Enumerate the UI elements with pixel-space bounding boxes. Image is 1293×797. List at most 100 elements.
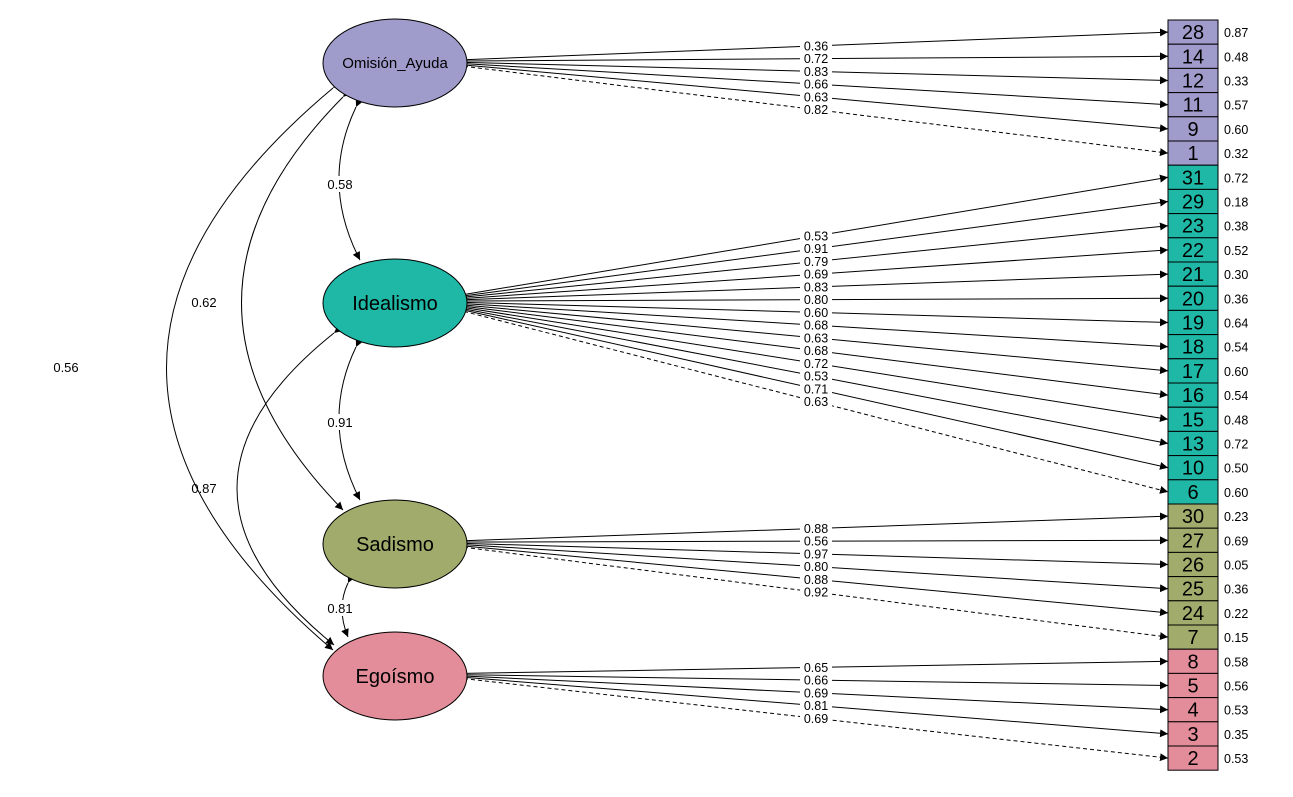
loading-label: 0.63 <box>804 395 828 409</box>
loading-label-bg <box>800 686 832 699</box>
loading-label-bg <box>800 344 832 357</box>
loading-label-bg <box>800 331 832 344</box>
loading-label-bg <box>800 585 832 598</box>
loading-label-bg <box>800 673 832 686</box>
latent-oa-ellipse <box>322 18 468 108</box>
indicator-label: 16 <box>1182 385 1204 407</box>
loading-label-bg <box>800 267 832 280</box>
loading-label: 0.91 <box>804 242 828 256</box>
indicator-box <box>1167 600 1219 626</box>
residual-label: 0.48 <box>1224 413 1248 427</box>
loading-label: 0.66 <box>804 78 828 92</box>
loading-label-bg <box>800 64 832 77</box>
residual-label: 0.33 <box>1224 75 1248 89</box>
correlation-layer: 0.580.910.810.620.870.56 <box>49 79 364 651</box>
loading-label-bg <box>800 534 832 547</box>
indicator-label: 19 <box>1182 313 1204 335</box>
loading-label-bg <box>800 318 832 331</box>
loading-label-bg <box>800 77 832 90</box>
loading-label: 0.81 <box>804 699 828 713</box>
loading-label: 0.71 <box>804 382 828 396</box>
indicator-label: 22 <box>1182 240 1204 262</box>
indicator-label: 24 <box>1182 603 1204 625</box>
loading-arrow <box>463 678 1169 762</box>
loading-label: 0.80 <box>804 560 828 574</box>
indicator-box <box>1167 503 1219 529</box>
loading-label: 0.82 <box>804 103 828 117</box>
residual-label: 0.48 <box>1224 50 1248 64</box>
residual-label: 0.87 <box>1224 26 1248 40</box>
residual-label: 0.18 <box>1224 196 1248 210</box>
indicator-box <box>1167 116 1219 142</box>
residual-label: 0.52 <box>1224 244 1248 258</box>
correlation-label: 0.81 <box>327 601 352 616</box>
indicator-box <box>1167 721 1219 747</box>
indicator-label: 10 <box>1182 458 1204 480</box>
indicator-label: 6 <box>1187 482 1198 504</box>
indicator-box <box>1167 92 1219 118</box>
correlation-label: 0.91 <box>327 415 352 430</box>
indicator-label: 28 <box>1182 22 1204 44</box>
loading-label-bg <box>800 254 832 267</box>
indicator-box <box>1167 697 1219 723</box>
loading-label: 0.88 <box>804 522 828 536</box>
indicator-label: 9 <box>1187 119 1198 141</box>
loading-label: 0.63 <box>804 331 828 345</box>
indicator-box <box>1167 261 1219 287</box>
indicator-box <box>1167 309 1219 336</box>
loading-label: 0.53 <box>804 370 828 384</box>
indicator-label: 11 <box>1183 95 1204 117</box>
residual-label: 0.30 <box>1224 268 1248 282</box>
loading-label-bg <box>800 356 832 369</box>
residual-label: 0.60 <box>1224 123 1248 137</box>
indicator-label: 21 <box>1182 264 1204 286</box>
loading-label-bg <box>800 711 832 724</box>
correlation-arrow <box>236 324 343 646</box>
indicator-label: 17 <box>1182 361 1204 383</box>
loading-label: 0.63 <box>804 90 828 104</box>
loading-arrow <box>463 546 1169 641</box>
loading-label: 0.69 <box>804 686 828 700</box>
indicator-box <box>1167 455 1219 481</box>
residual-label: 0.72 <box>1224 171 1248 185</box>
residual-label: 0.15 <box>1224 631 1248 645</box>
correlation-label-bg <box>187 294 221 310</box>
residual-label: 0.36 <box>1224 292 1248 306</box>
loading-label-bg <box>800 382 832 395</box>
loading-label-bg <box>800 280 832 293</box>
indicator-box <box>1167 430 1219 457</box>
loading-label: 0.83 <box>804 280 828 294</box>
indicator-label: 7 <box>1187 627 1198 649</box>
indicator-box <box>1167 67 1219 94</box>
indicator-box <box>1167 527 1219 553</box>
residual-label: 0.22 <box>1224 607 1248 621</box>
indicator-label: 25 <box>1182 579 1204 601</box>
indicator-label: 1 <box>1187 143 1198 165</box>
indicator-label: 13 <box>1182 434 1204 456</box>
indicator-box <box>1167 140 1219 166</box>
correlation-label: 0.58 <box>327 177 352 192</box>
loading-layer: 0.360.720.830.660.630.820.530.910.790.69… <box>463 28 1169 762</box>
loading-label-bg <box>800 369 832 382</box>
latent-id-ellipse <box>322 258 468 348</box>
loading-label-bg <box>800 660 832 673</box>
loading-label: 0.60 <box>804 306 828 320</box>
indicator-label: 4 <box>1187 700 1198 722</box>
loading-label: 0.83 <box>804 65 828 79</box>
loading-label-bg <box>800 699 832 712</box>
loading-label-bg <box>800 293 832 306</box>
loading-label: 0.69 <box>804 268 828 282</box>
loading-label: 0.56 <box>804 535 828 549</box>
residual-label: 0.23 <box>1224 510 1248 524</box>
indicator-label: 14 <box>1182 46 1204 68</box>
loading-label: 0.66 <box>804 674 828 688</box>
loading-label-bg <box>800 395 832 408</box>
indicator-box <box>1167 188 1219 215</box>
loading-label-bg <box>800 90 832 103</box>
latent-id-label: Idealismo <box>352 293 438 315</box>
residual-label: 0.53 <box>1224 704 1248 718</box>
indicator-box <box>1167 358 1219 384</box>
